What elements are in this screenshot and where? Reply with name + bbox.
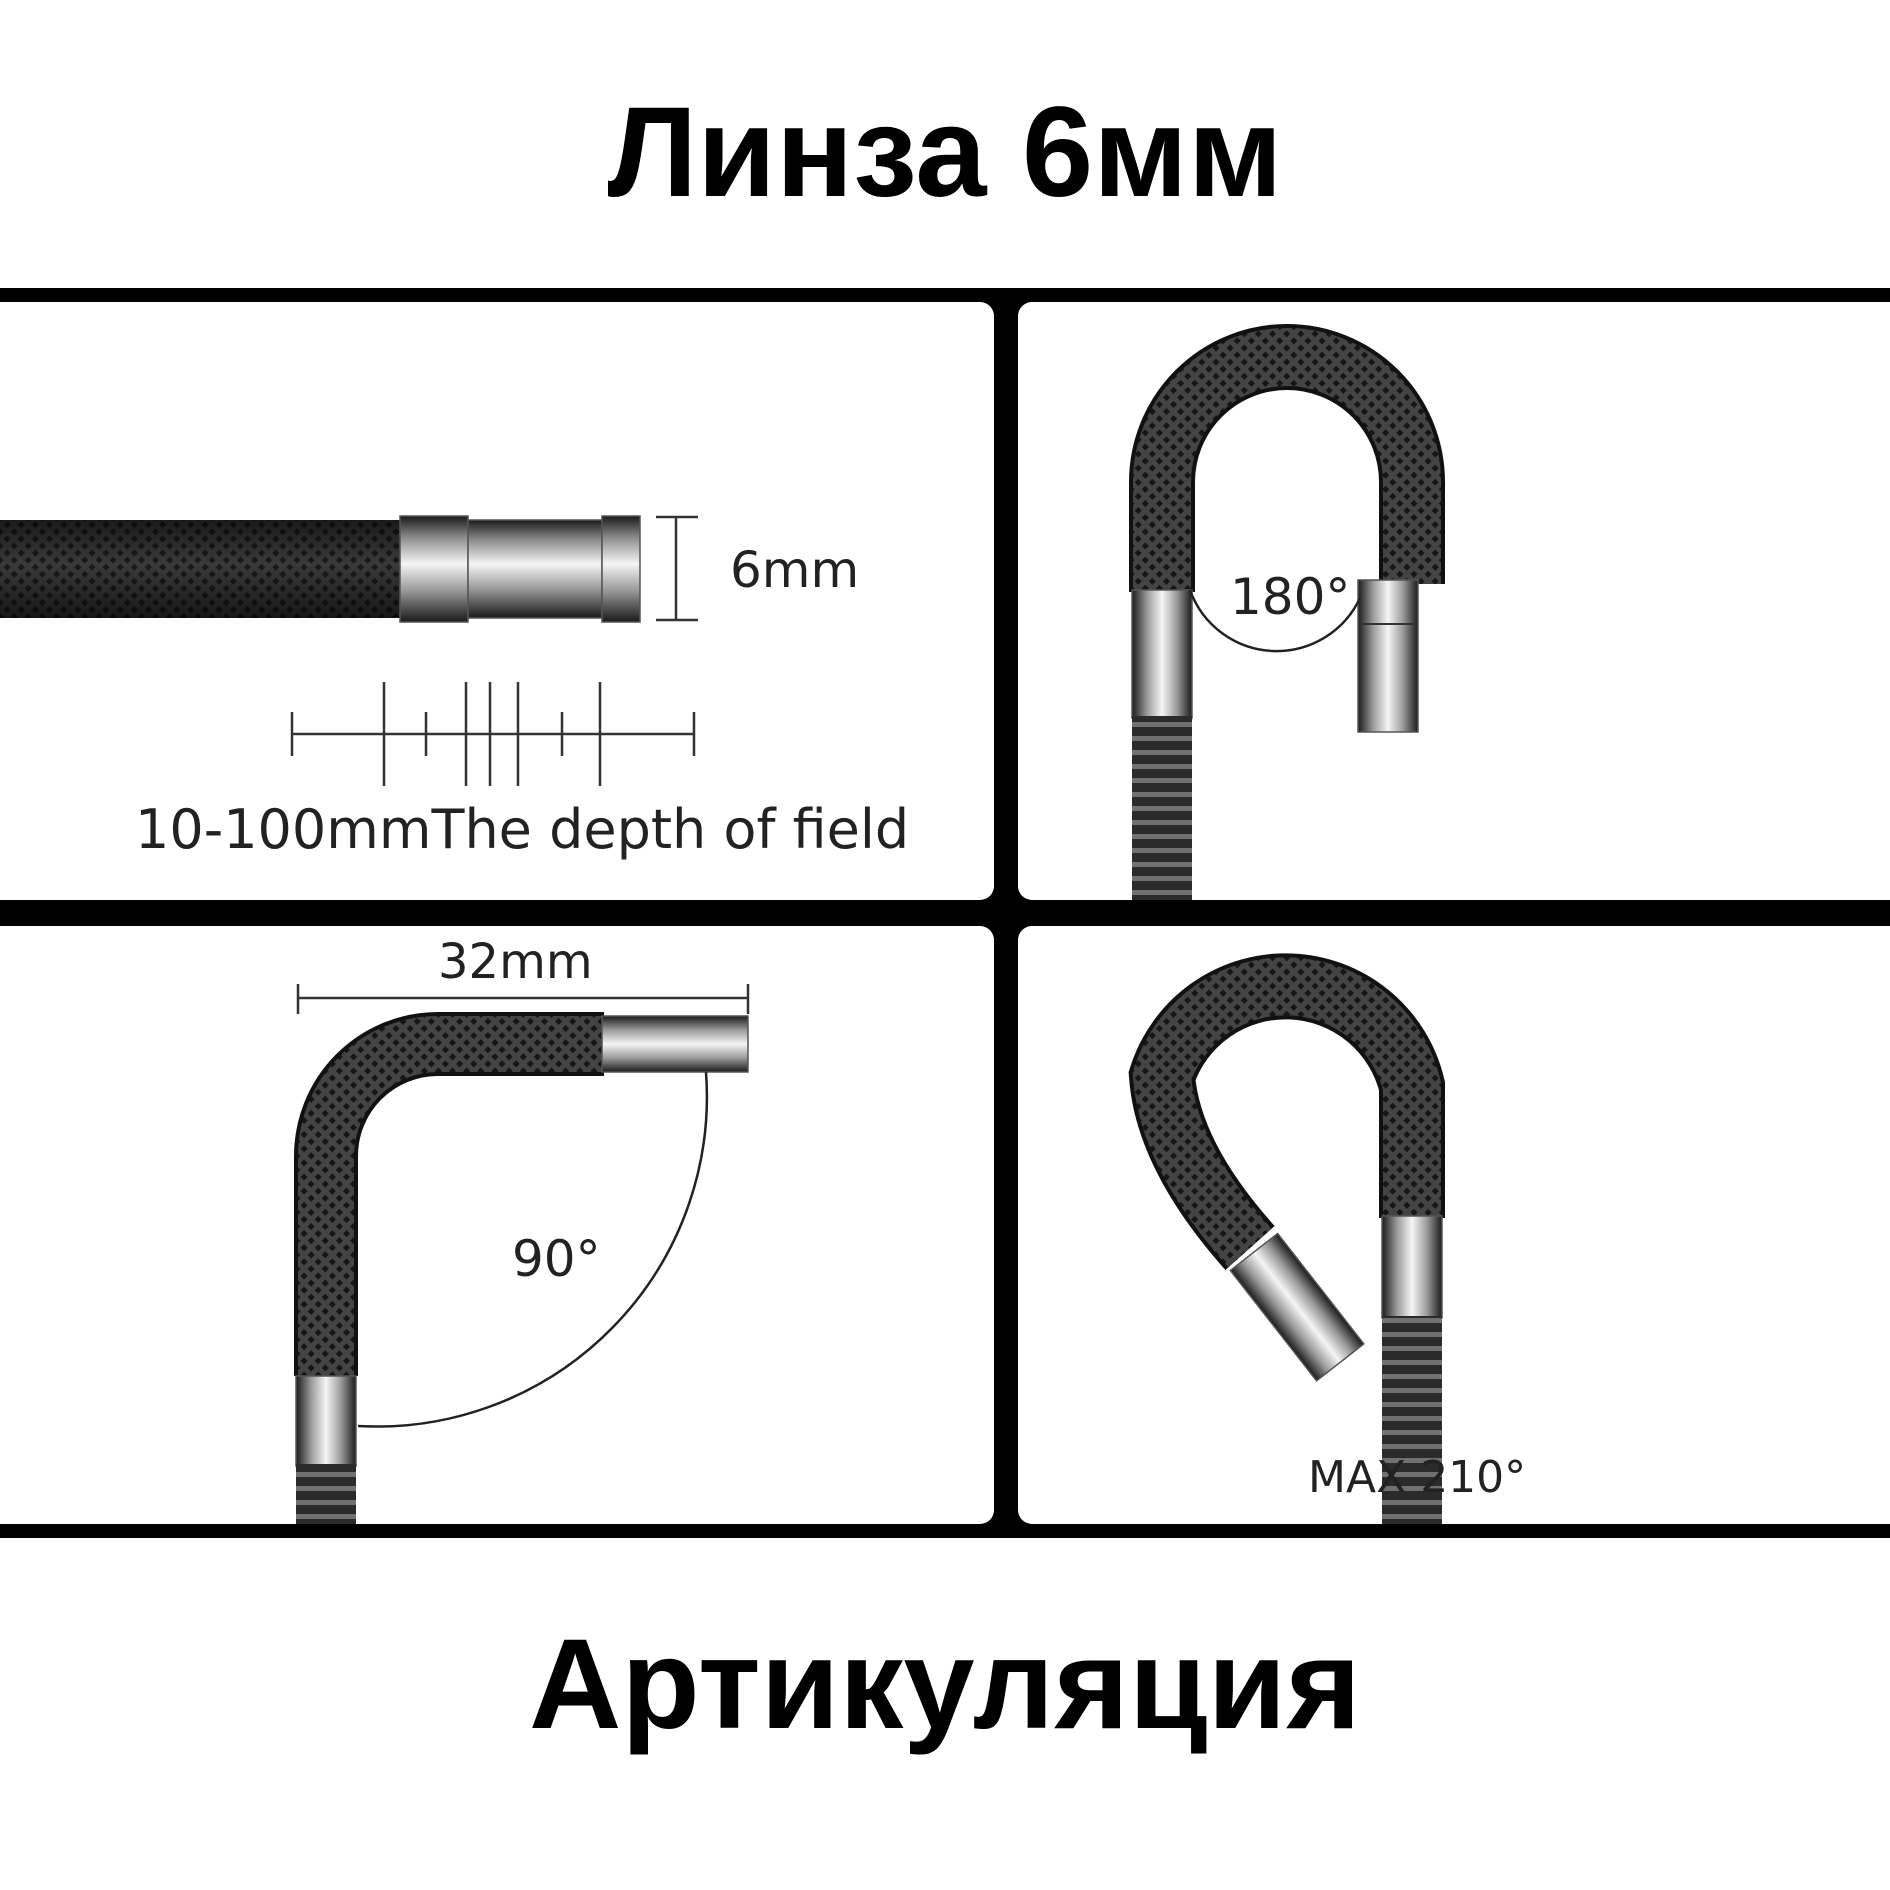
angle-arc bbox=[1188, 589, 1362, 653]
angle-arc bbox=[357, 1071, 709, 1428]
length-label: 32mm bbox=[438, 934, 593, 990]
cable-coil bbox=[1132, 716, 1192, 900]
camera-tip bbox=[1357, 579, 1419, 733]
cable-coil bbox=[1382, 1316, 1442, 1524]
angle-label: 90° bbox=[512, 1230, 601, 1288]
camera-tip bbox=[1229, 1232, 1365, 1382]
bend-210-illustration: MAX 210° bbox=[1128, 953, 1526, 1524]
depth-of-field-label: 10-100mmThe depth of field bbox=[135, 798, 909, 861]
cable-bend-210 bbox=[1132, 957, 1441, 1268]
diameter-dimension bbox=[656, 515, 698, 622]
depth-of-field-scale bbox=[290, 682, 696, 786]
length-dimension bbox=[296, 984, 750, 1014]
camera-tip bbox=[601, 1015, 749, 1073]
bend-90-panel: 32mm 90° bbox=[0, 926, 994, 1524]
bend-180-illustration: 180° bbox=[1129, 324, 1445, 900]
bend-90-illustration: 32mm 90° bbox=[294, 934, 750, 1524]
cable-bend-90 bbox=[298, 1016, 604, 1376]
section-title: Артикуляция bbox=[529, 1613, 1361, 1756]
cable-straight bbox=[0, 520, 402, 618]
camera-tip bbox=[399, 515, 641, 623]
angle-label: 180° bbox=[1230, 568, 1350, 626]
angle-label: MAX 210° bbox=[1308, 1452, 1526, 1503]
lens-diameter-panel: 6mm 10-100mmThe depth of field bbox=[0, 302, 994, 900]
cable-bend-180 bbox=[1133, 328, 1441, 592]
page-title: Линза 6мм bbox=[607, 81, 1283, 224]
bend-210-panel: MAX 210° bbox=[1018, 926, 1890, 1524]
lens-illustration: 6mm 10-100mmThe depth of field bbox=[0, 515, 909, 861]
cable-coil bbox=[296, 1464, 356, 1524]
diameter-label: 6mm bbox=[730, 541, 859, 599]
bend-180-panel: 180° bbox=[1018, 302, 1890, 900]
